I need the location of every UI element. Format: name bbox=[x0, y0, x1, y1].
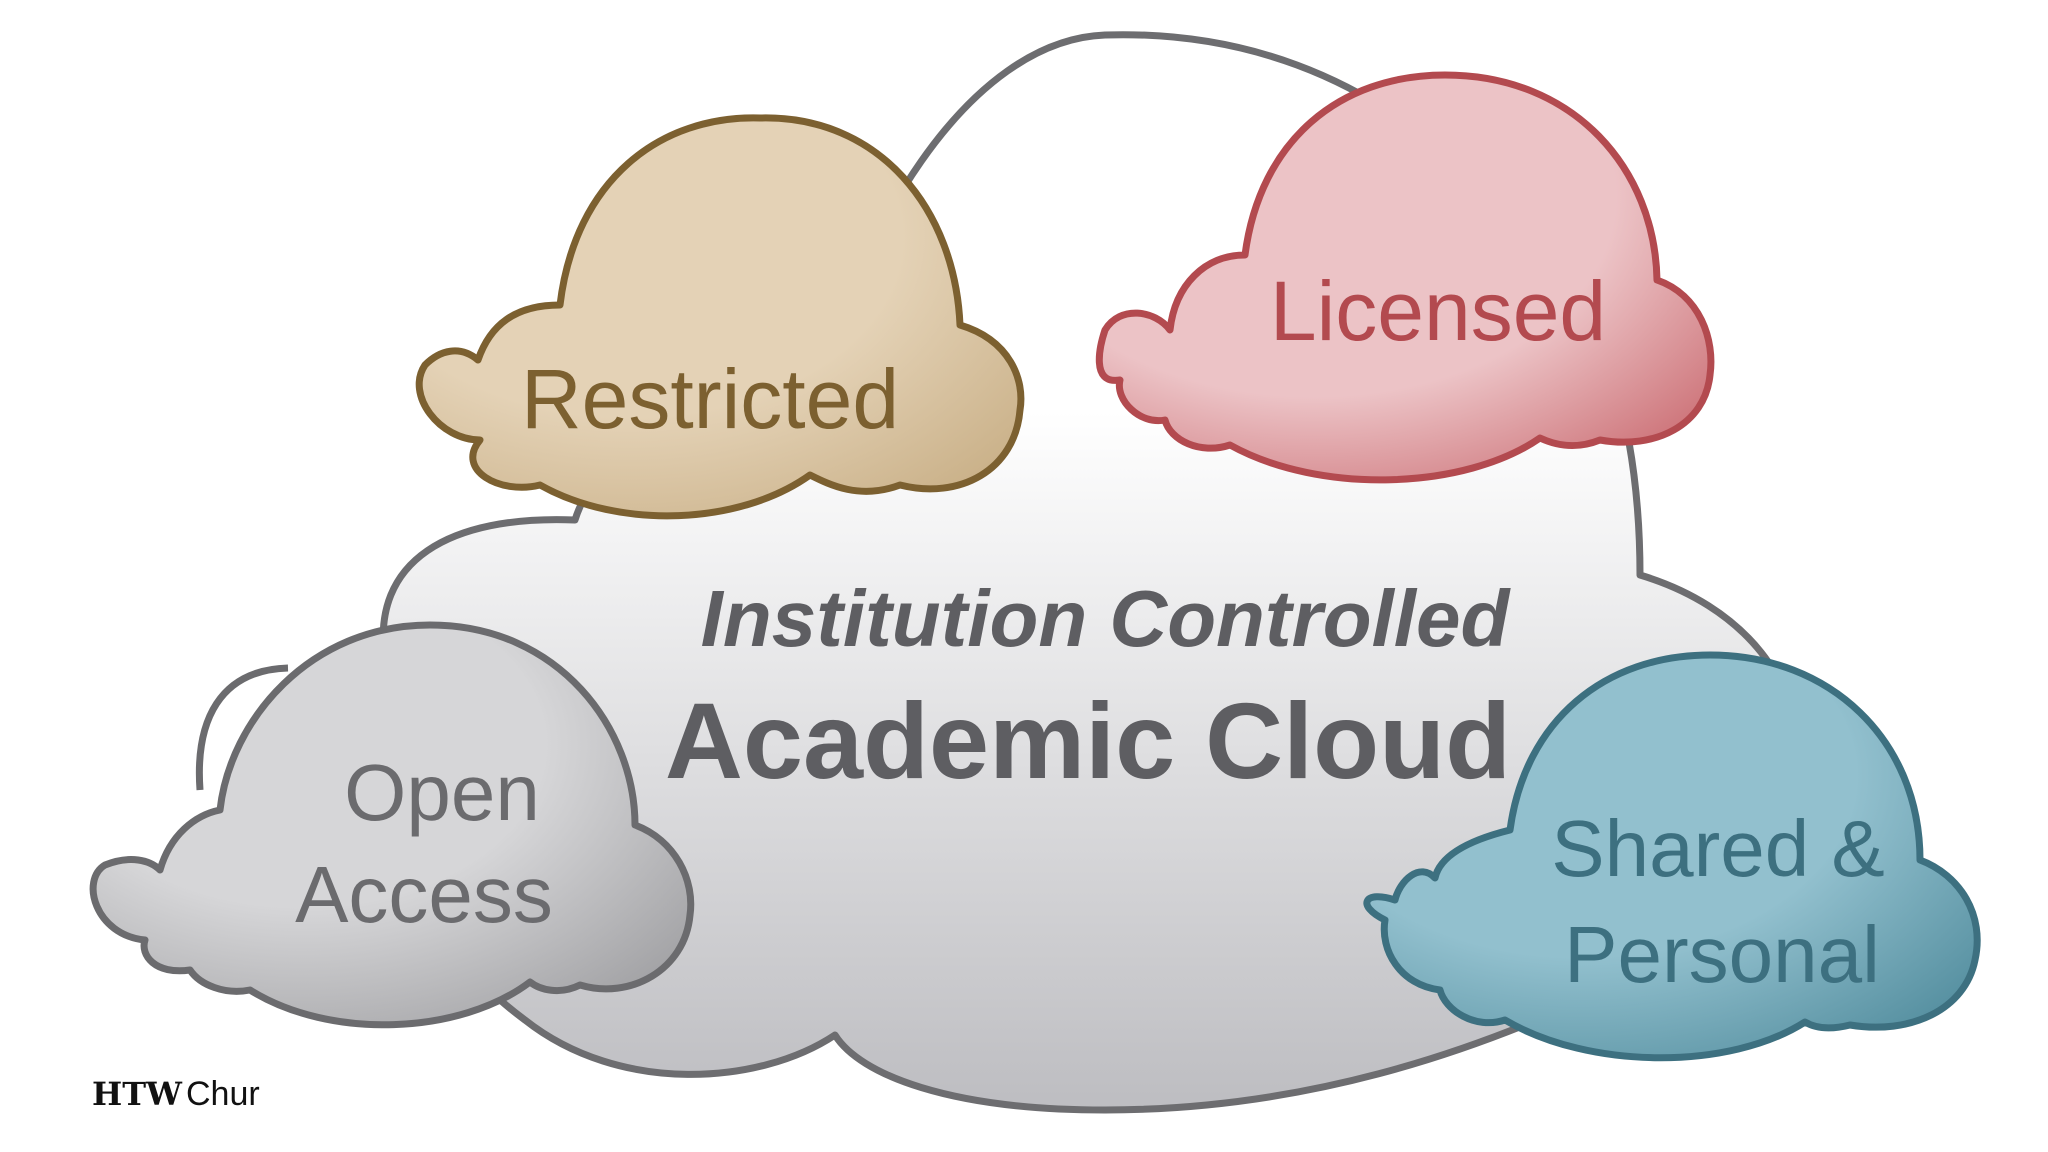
licensed-cloud-shape bbox=[1095, 71, 1715, 484]
shared-personal-line1: Shared & bbox=[1551, 804, 1885, 893]
restricted-cloud: Restricted bbox=[415, 114, 1025, 520]
licensed-label: Licensed bbox=[1270, 264, 1606, 358]
logo-htw: HTW bbox=[92, 1075, 183, 1113]
htw-chur-logo: HTW Chur bbox=[92, 1075, 260, 1113]
restricted-label: Restricted bbox=[521, 352, 899, 446]
open-access-cloud-shape bbox=[89, 621, 695, 1029]
logo-chur: Chur bbox=[186, 1075, 260, 1113]
open-access-line2: Access bbox=[295, 850, 553, 939]
open-access-back-lobe bbox=[195, 664, 289, 791]
licensed-cloud: Licensed bbox=[1095, 71, 1715, 484]
open-access-line1: Open bbox=[344, 748, 540, 837]
shared-personal-cloud: Shared & Personal bbox=[1363, 651, 1981, 1062]
main-cloud-line1: Institution Controlled bbox=[701, 574, 1512, 663]
shared-personal-line2: Personal bbox=[1564, 910, 1880, 999]
open-access-cloud: Open Access bbox=[89, 621, 695, 1029]
main-cloud-line2: Academic Cloud bbox=[665, 680, 1511, 801]
shared-personal-cloud-shape bbox=[1363, 651, 1981, 1062]
restricted-cloud-shape bbox=[415, 114, 1025, 520]
